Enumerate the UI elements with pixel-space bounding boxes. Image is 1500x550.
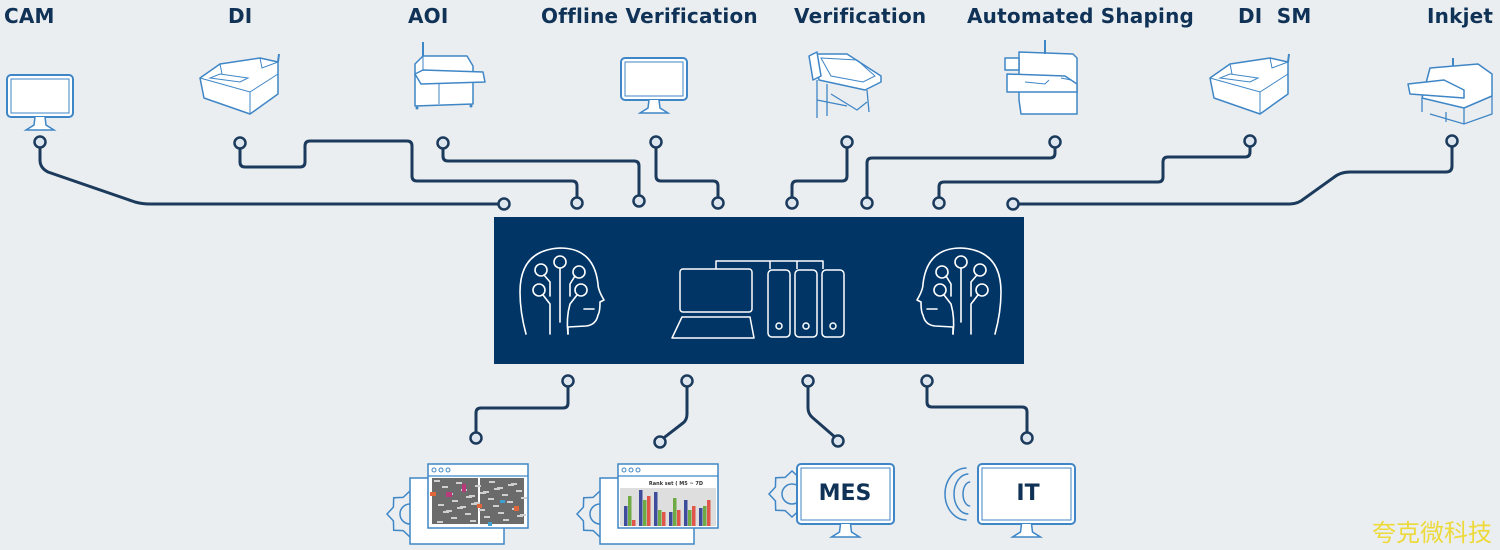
connector-analytics xyxy=(659,379,689,442)
label-aoi: AOI xyxy=(408,4,449,28)
chart-bar xyxy=(632,520,636,526)
connector-node-inkjet-1 xyxy=(1006,197,1020,211)
connector-node-analytics-0 xyxy=(680,374,694,388)
connector-node-pcb-1 xyxy=(469,431,483,445)
connector-node-aoi-0 xyxy=(436,136,450,150)
chart-bar xyxy=(699,508,703,526)
connector-node-inkjet-0 xyxy=(1445,134,1459,148)
offline-verification-monitor-icon xyxy=(620,57,688,114)
connector-node-mes-1 xyxy=(831,434,845,448)
chart-bar xyxy=(654,492,658,526)
label-automated-shaping: Automated Shaping xyxy=(967,4,1195,28)
connector-node-dism-0 xyxy=(1243,134,1257,148)
connector-node-pcb-0 xyxy=(561,374,575,388)
connector-node-di-0 xyxy=(233,136,247,150)
watermark: 夸克微科技 xyxy=(1372,519,1492,547)
inkjet-machine-icon xyxy=(1407,58,1493,125)
connector-node-it-1 xyxy=(1020,431,1034,445)
aoi-machine-icon xyxy=(414,42,486,110)
connector-mes xyxy=(806,379,838,440)
di-machine-icon xyxy=(199,53,280,115)
connector-offline xyxy=(654,140,720,204)
chart-bar xyxy=(684,500,688,526)
pcb-image-window-icon xyxy=(409,463,529,545)
wireless-signal-icon xyxy=(944,467,971,521)
hub-icons xyxy=(519,247,1002,339)
connector-inkjet xyxy=(1014,139,1454,206)
it-label: IT xyxy=(1016,481,1040,506)
chart-bar xyxy=(707,500,711,526)
connector-node-verification-1 xyxy=(785,196,799,210)
connector-node-shaping-1 xyxy=(860,196,874,210)
connector-node-cam-0 xyxy=(33,135,47,149)
bar-chart-window-icon xyxy=(599,463,719,545)
it-monitor-icon xyxy=(977,463,1076,538)
connectors xyxy=(33,134,1459,449)
chart-bar xyxy=(673,498,677,526)
label-offline-verification: Offline Verification xyxy=(541,4,758,28)
chart-bar xyxy=(643,500,647,526)
connector-it xyxy=(925,379,1029,439)
connector-shaping xyxy=(865,140,1057,204)
server-unit xyxy=(794,269,818,338)
ai-head-right-icon xyxy=(519,247,605,335)
label-cam: CAM xyxy=(4,4,55,28)
mes-monitor-icon xyxy=(796,463,895,538)
chart-title: Rank set ( M5 ~ 7D xyxy=(649,481,703,487)
chart-bar xyxy=(669,512,673,526)
chart-bar xyxy=(662,512,666,526)
chart-bar xyxy=(688,510,692,526)
chart-bar xyxy=(677,510,681,526)
label-di-sm: DI SM xyxy=(1238,4,1312,28)
chart-bar xyxy=(628,496,632,526)
connector-node-analytics-1 xyxy=(653,435,667,449)
computer-server-icon xyxy=(671,260,845,339)
connector-node-offline-0 xyxy=(649,135,663,149)
cam-monitor-icon xyxy=(6,74,74,131)
connector-pcb xyxy=(474,379,570,440)
ai-head-left-icon xyxy=(916,247,1002,335)
connector-node-offline-1 xyxy=(711,196,725,210)
label-inkjet: Inkjet xyxy=(1427,4,1494,28)
central-hub xyxy=(494,217,1024,364)
connector-node-it-0 xyxy=(920,374,934,388)
connector-node-di-1 xyxy=(570,196,584,210)
chart-bar xyxy=(658,510,662,526)
connector-node-shaping-0 xyxy=(1048,135,1062,149)
di-sm-machine-icon xyxy=(1209,53,1290,115)
server-unit xyxy=(767,269,791,338)
connector-node-dism-1 xyxy=(932,196,946,210)
label-di: DI xyxy=(228,4,253,28)
chart-bar xyxy=(703,506,707,526)
connector-node-mes-0 xyxy=(801,374,815,388)
connector-cam xyxy=(38,140,504,206)
chart-bar xyxy=(639,490,643,526)
chart-bar xyxy=(692,506,696,526)
chart-bar xyxy=(624,506,628,526)
chart-bar xyxy=(647,496,651,526)
connector-node-cam-1 xyxy=(497,197,511,211)
connector-node-aoi-1 xyxy=(632,194,646,208)
shaping-machine-icon xyxy=(1004,40,1078,115)
connector-di xyxy=(238,139,579,204)
connector-verification xyxy=(790,140,849,204)
mes-label: MES xyxy=(818,481,872,506)
connector-dism xyxy=(937,139,1252,204)
server-unit xyxy=(821,269,845,338)
connector-aoi xyxy=(441,141,641,203)
connector-node-verification-0 xyxy=(840,135,854,149)
verification-station-icon xyxy=(808,51,882,118)
icons: Rank set ( M5 ~ 7D xyxy=(6,40,1493,545)
label-verification: Verification xyxy=(794,4,927,28)
